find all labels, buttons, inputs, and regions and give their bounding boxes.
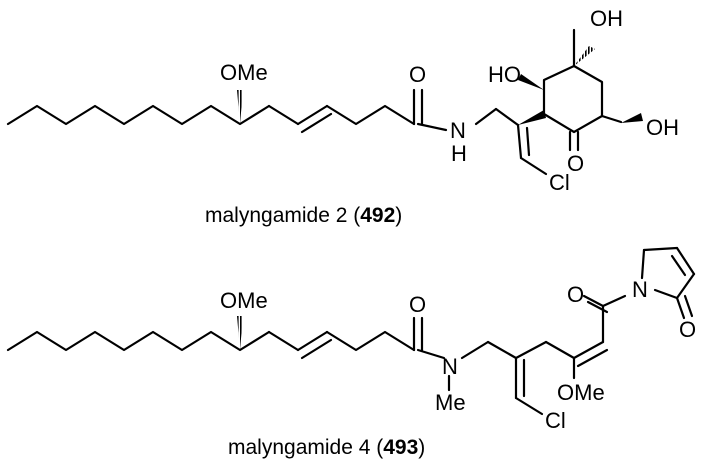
enol-methoxy-label: OMe xyxy=(557,380,605,405)
methoxy-label: OMe xyxy=(220,60,268,85)
methoxy-label: OMe xyxy=(220,288,268,313)
n-methyl-label: Me xyxy=(435,390,466,415)
atom-labels-2: OMe O N Me Cl OMe O N O xyxy=(220,277,696,433)
amide-oxygen-label: O xyxy=(409,292,426,317)
hydroxyl-label-top: OH xyxy=(590,6,623,31)
hydroxyl-label-left: HO xyxy=(488,62,521,87)
pyrrolinone-ring xyxy=(640,246,696,320)
lactam-oxygen-label: O xyxy=(679,317,696,342)
malyngamide-4-structure: OMe O N Me Cl OMe O N O malyngamide 4 (4… xyxy=(6,246,696,459)
compound-caption-492: malyngamide 2 (492) xyxy=(205,204,402,227)
pyrrolinone-nitrogen-label: N xyxy=(632,277,648,302)
chlorine-label: Cl xyxy=(549,170,570,195)
compound-number-493: 493 xyxy=(383,436,418,459)
stereo-bonds-2 xyxy=(237,316,243,350)
chain-bonds-2 xyxy=(6,294,627,416)
amide-nitrogen-label: N xyxy=(442,354,458,379)
acyl-oxygen-label: O xyxy=(567,282,584,307)
chain-bonds-1 xyxy=(6,88,548,176)
amide-oxygen-label: O xyxy=(409,62,426,87)
atom-labels-1: OMe O N H HO OH OH O Cl xyxy=(220,6,679,195)
compound-caption-493: malyngamide 4 (493) xyxy=(228,436,425,459)
hydroxyl-label-right: OH xyxy=(646,115,679,140)
stereo-bonds-1 xyxy=(237,46,643,125)
malyngamide-2-structure: OMe O N H HO OH OH O Cl malyngamide 2 (4… xyxy=(6,6,679,227)
amide-hydrogen-label: H xyxy=(451,141,467,166)
compound-number-492: 492 xyxy=(360,204,395,227)
ketone-oxygen-label: O xyxy=(567,151,584,176)
amide-nitrogen-label: N xyxy=(450,118,466,143)
chlorine-label: Cl xyxy=(545,408,566,433)
cyclohexanone-ring-1 xyxy=(542,28,623,152)
